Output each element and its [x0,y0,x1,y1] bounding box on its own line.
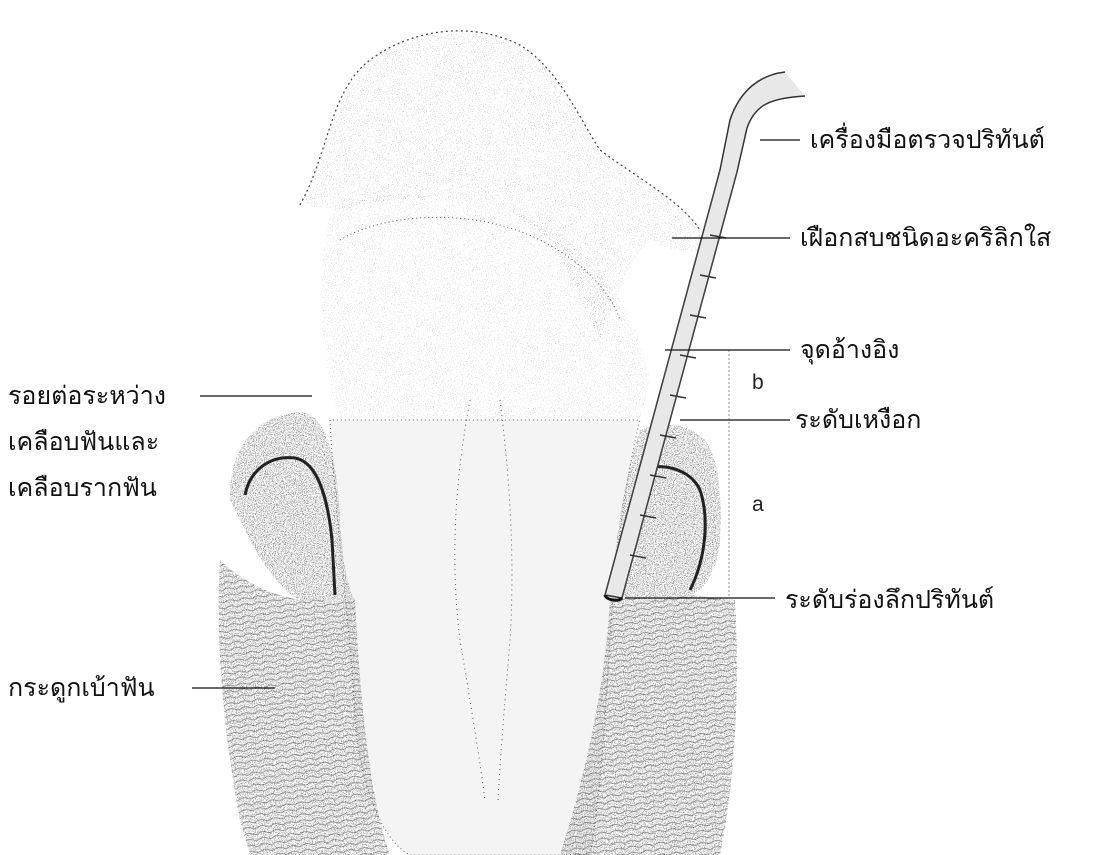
label-cej-line2: เคลือบฟันและ [8,422,159,462]
label-pocket-depth-level: ระดับร่องลึกปริทันต์ [785,580,994,620]
label-reference-point: จุดอ้างอิง [800,330,899,370]
measurement-b-label: b [752,371,764,395]
label-gingival-level: ระดับเหงือก [795,400,921,440]
label-alveolar-bone: กระดูกเบ้าฟัน [8,668,155,708]
label-probe: เครื่องมือตรวจปริทันต์ [810,120,1045,160]
label-cej-line3: เคลือบรากฟัน [8,468,157,508]
label-acrylic-stent: เฝือกสบชนิดอะคริลิกใส [800,218,1051,258]
measurement-a-label: a [752,493,764,517]
label-cej-line1: รอยต่อระหว่าง [8,376,166,416]
